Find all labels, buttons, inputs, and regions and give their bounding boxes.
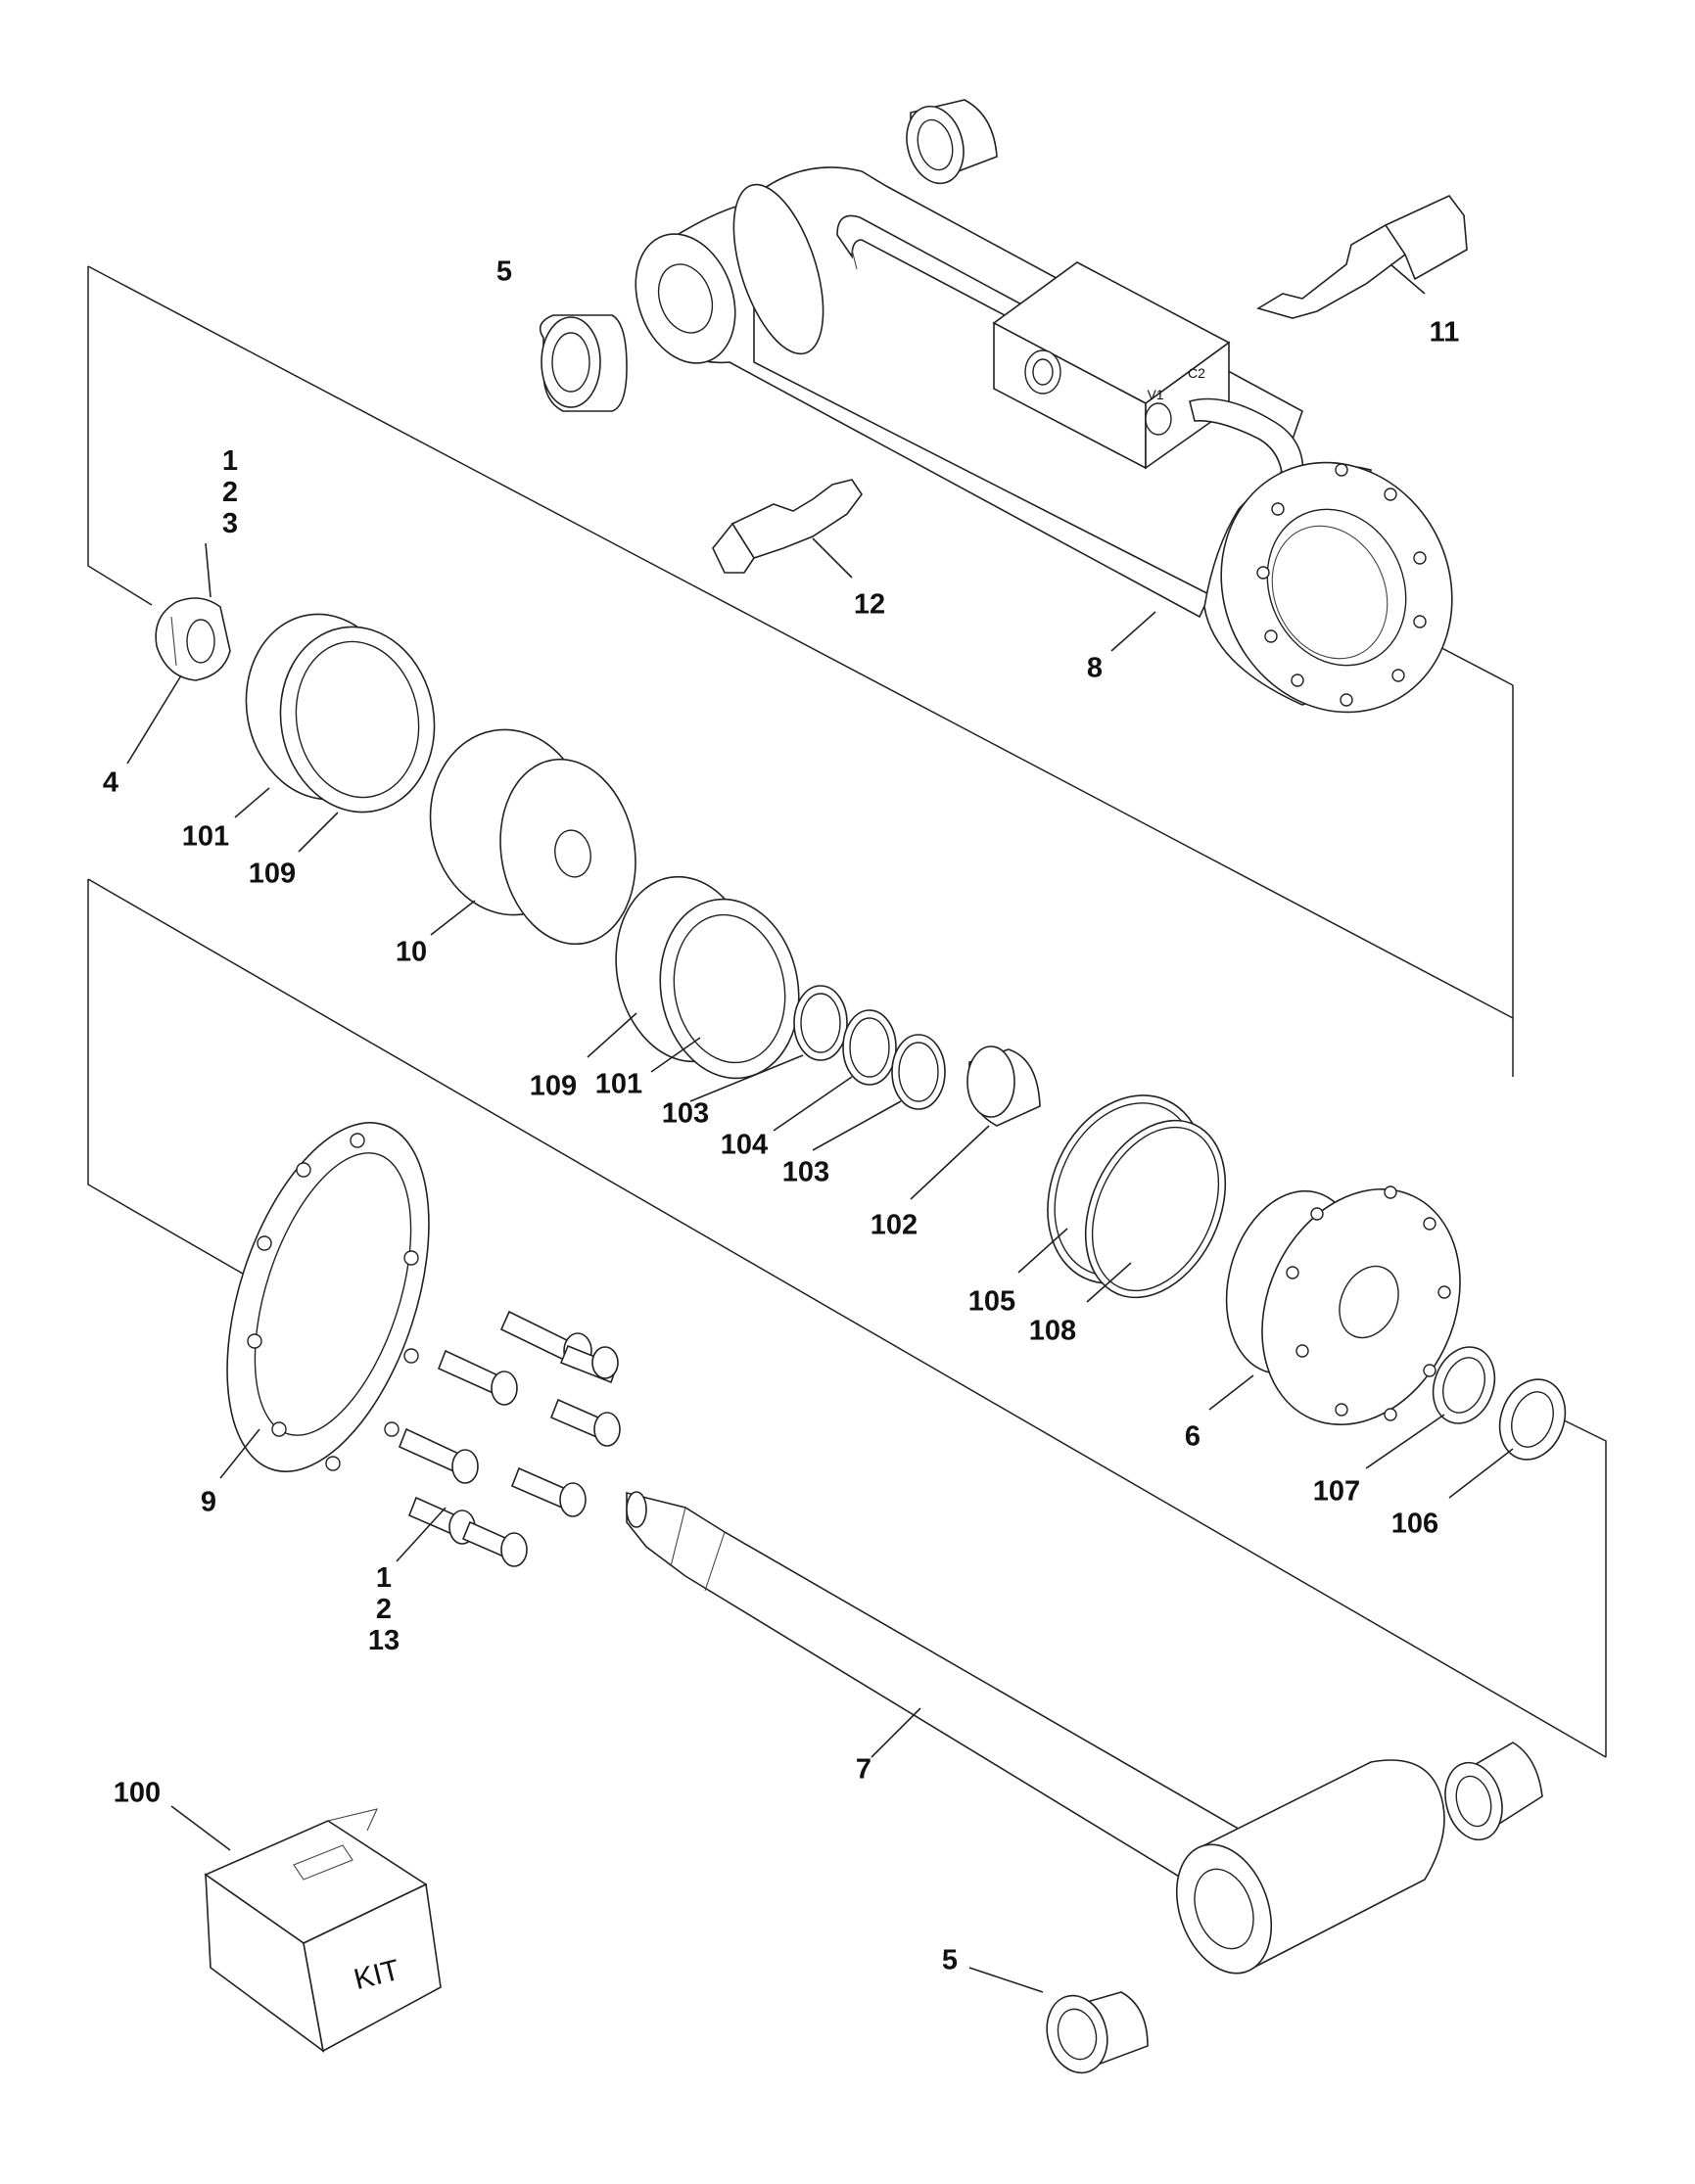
callout-7: 7 — [855, 1753, 872, 1786]
callout-107: 107 — [1312, 1475, 1361, 1508]
fitting-12 — [712, 479, 863, 574]
callout-105: 105 — [967, 1285, 1016, 1318]
callout-104: 104 — [720, 1129, 769, 1161]
callout-102: 102 — [870, 1209, 918, 1241]
callout-109-b: 109 — [529, 1070, 578, 1102]
piston-seal-ring-right — [615, 875, 800, 1080]
callout-stack-1-2-13: 1 2 13 — [368, 1562, 400, 1656]
piston-seal-ring-left — [245, 613, 436, 813]
orings-105-108 — [1047, 1094, 1227, 1299]
callout-stack-1-2-3: 1 2 3 — [222, 445, 238, 539]
piston-rod — [626, 1491, 1445, 1975]
kit-box — [204, 1808, 442, 2053]
callout-stack-line: 2 — [375, 1594, 393, 1625]
upper-assembly-boundary — [87, 265, 1514, 1077]
bushing-bottom-right — [1444, 1742, 1543, 1841]
callout-10: 10 — [395, 936, 428, 968]
callout-stack-line: 1 — [221, 445, 239, 477]
bushing-top-left — [539, 314, 628, 412]
callout-101-b: 101 — [594, 1068, 643, 1100]
callout-5-top: 5 — [495, 256, 513, 288]
callout-101-a: 101 — [181, 820, 230, 853]
callout-103-a: 103 — [661, 1097, 710, 1130]
callout-108: 108 — [1028, 1315, 1077, 1347]
callout-109-a: 109 — [248, 858, 297, 890]
gasket — [226, 1122, 430, 1472]
callout-11: 11 — [1429, 316, 1460, 349]
bushing-102 — [966, 1046, 1041, 1127]
rod-seals-106-107 — [1432, 1346, 1567, 1461]
callout-100: 100 — [113, 1777, 162, 1809]
callout-4: 4 — [102, 767, 119, 799]
bolts — [398, 1310, 621, 1567]
bushing-top-right — [906, 99, 998, 185]
fitting-11 — [1256, 195, 1468, 319]
bushing-bottom — [1046, 1991, 1149, 2074]
locknut — [155, 597, 231, 681]
callout-stack-line: 2 — [221, 477, 239, 508]
callout-6: 6 — [1184, 1420, 1201, 1453]
callout-stack-line: 1 — [375, 1562, 393, 1594]
rod-head — [1225, 1185, 1461, 1425]
callout-stack-line: 13 — [367, 1625, 400, 1656]
piston — [429, 728, 636, 946]
callout-106: 106 — [1390, 1508, 1439, 1540]
leader-lines — [126, 263, 1514, 1993]
callout-5-bottom: 5 — [941, 1944, 959, 1976]
port-label-v1: V1 — [1147, 387, 1164, 402]
small-seals — [793, 985, 946, 1110]
callout-9: 9 — [200, 1486, 217, 1518]
callout-stack-line: 3 — [221, 508, 239, 539]
callout-8: 8 — [1086, 652, 1104, 684]
port-label-c2: C2 — [1188, 365, 1205, 381]
callout-12: 12 — [853, 588, 886, 621]
cylinder-barrel — [635, 166, 1453, 714]
callout-103-b: 103 — [781, 1156, 830, 1188]
